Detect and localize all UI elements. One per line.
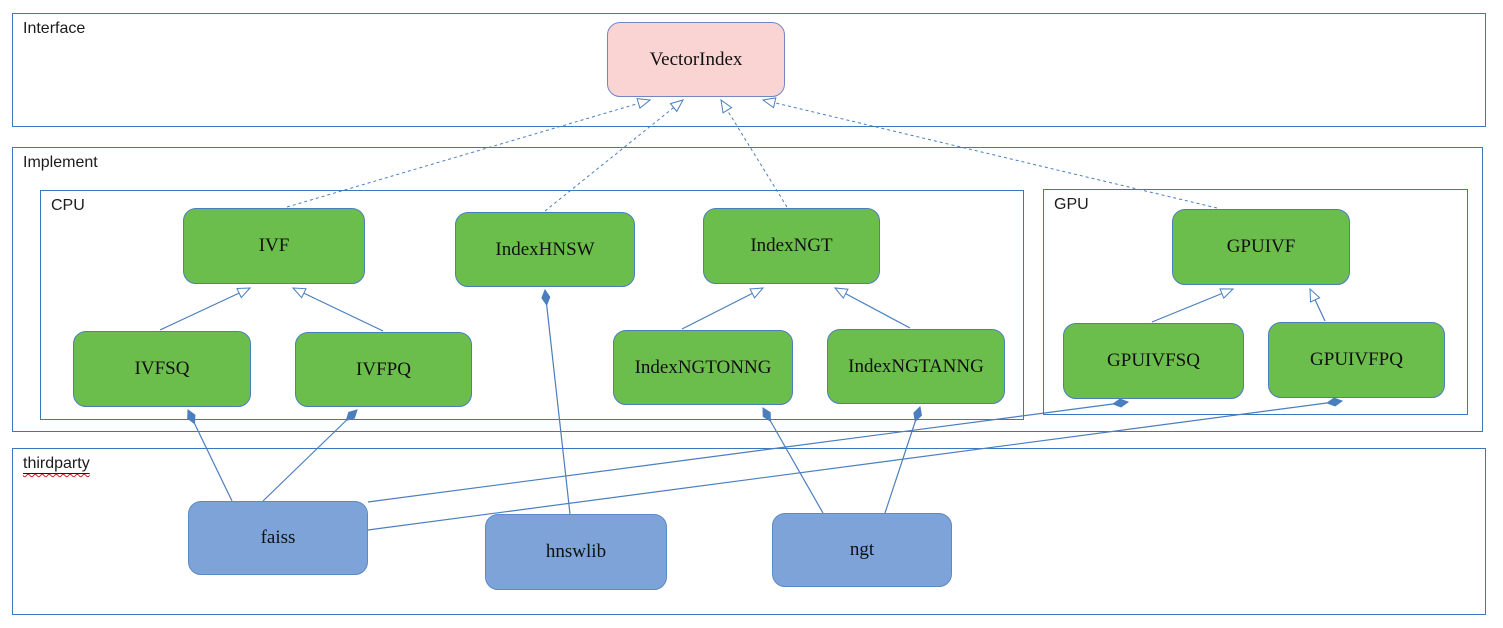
node-label-gpuivf: GPUIVF <box>1226 236 1296 257</box>
node-label-gpuivfpq: GPUIVFPQ <box>1310 349 1403 370</box>
node-label-indexngtanng: IndexNGTANNG <box>848 355 984 377</box>
node-label-indexngtonng: IndexNGTONNG <box>634 356 772 378</box>
group-label-text-cpu: CPU <box>51 197 85 214</box>
group-label-interface: Interface <box>23 20 85 38</box>
node-faiss: faiss <box>188 501 368 575</box>
group-label-gpu: GPU <box>1054 196 1089 214</box>
group-label-text-implement: Implement <box>23 154 98 171</box>
node-label-ivfsq: IVFSQ <box>134 358 190 379</box>
node-ivfsq: IVFSQ <box>73 331 251 407</box>
node-indexngtonng: IndexNGTONNG <box>613 330 793 405</box>
group-label-text-thirdparty: thirdparty <box>23 455 90 472</box>
node-label-faiss: faiss <box>260 527 296 548</box>
node-gpuivfpq: GPUIVFPQ <box>1268 322 1445 398</box>
node-label-indexhnsw: IndexHNSW <box>495 238 595 260</box>
node-ivfpq: IVFPQ <box>295 332 472 407</box>
group-label-thirdparty: thirdparty <box>23 455 90 473</box>
node-label-hnswlib: hnswlib <box>545 541 607 562</box>
node-label-ivf: IVF <box>258 235 290 256</box>
node-gpuivfsq: GPUIVFSQ <box>1063 323 1244 399</box>
node-label-ivfpq: IVFPQ <box>356 358 411 380</box>
node-label-gpuivfsq: GPUIVFSQ <box>1107 350 1200 371</box>
node-label-indexngt: IndexNGT <box>750 235 833 256</box>
node-indexhnsw: IndexHNSW <box>455 212 635 287</box>
group-label-text-gpu: GPU <box>1054 196 1089 213</box>
group-label-text-interface: Interface <box>23 20 86 37</box>
node-indexngtanng: IndexNGTANNG <box>827 329 1005 404</box>
node-ivf: IVF <box>183 208 365 284</box>
node-hnswlib: hnswlib <box>485 514 667 590</box>
node-gpuivf: GPUIVF <box>1172 209 1350 285</box>
node-indexngt: IndexNGT <box>703 208 880 284</box>
group-label-implement: Implement <box>23 154 98 172</box>
node-label-ngt: ngt <box>849 539 875 560</box>
node-label-vectorindex: VectorIndex <box>649 48 743 70</box>
node-vectorindex: VectorIndex <box>607 22 785 97</box>
node-ngt: ngt <box>772 513 952 587</box>
group-label-cpu: CPU <box>51 197 85 215</box>
